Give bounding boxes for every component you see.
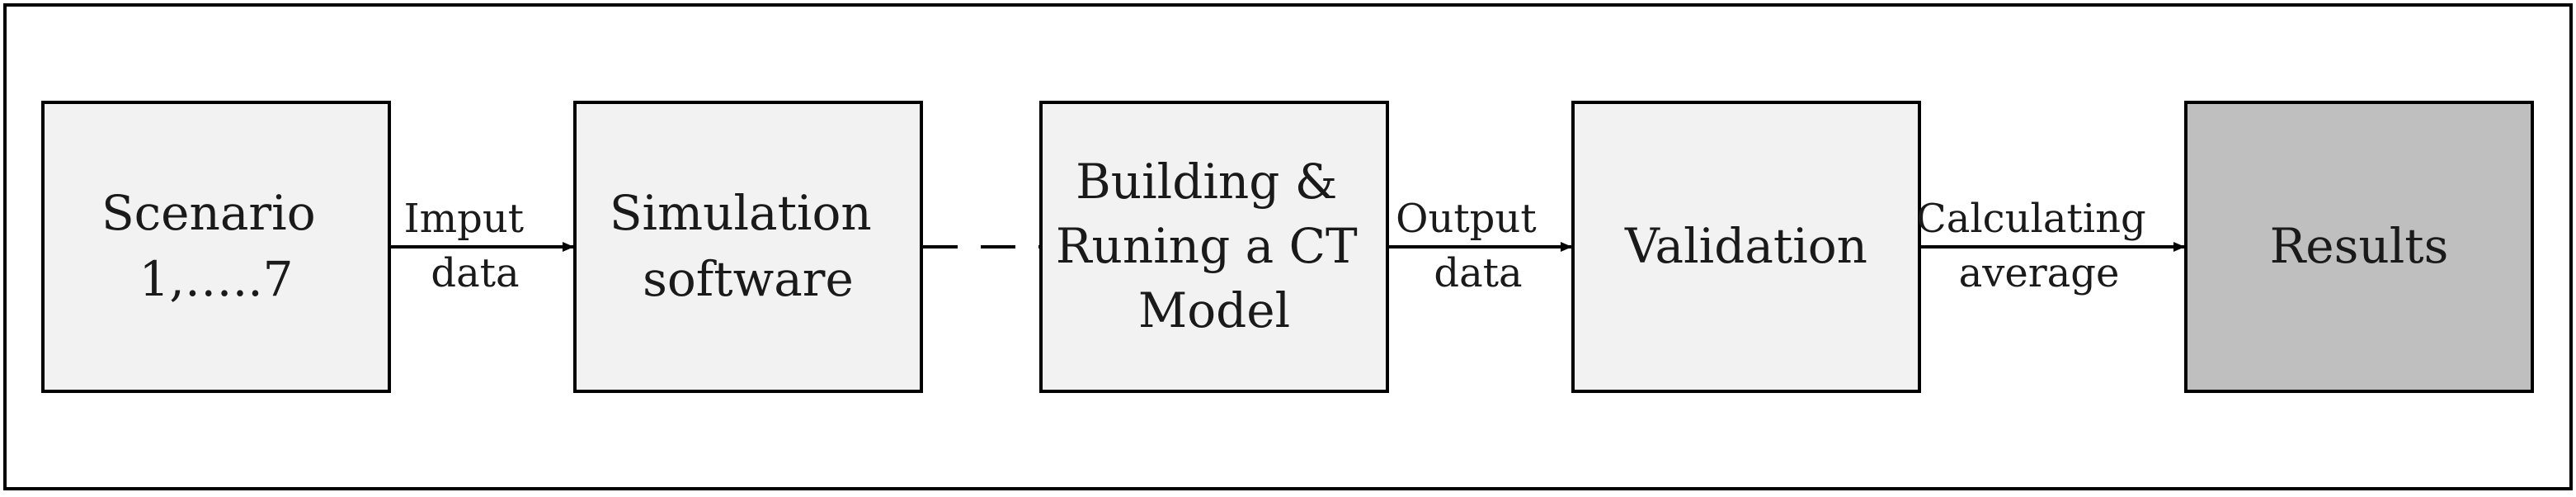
node-scenario-box [41,101,391,393]
diagram-frame [3,3,2573,490]
edge-input-label: Imput data [404,196,537,296]
node-results-box [2184,101,2534,393]
node-simulation-line-1: Simulation [610,185,872,241]
node-validation-label: Validation [1624,218,1867,274]
edge-average-label: Calculating average [1916,196,2159,296]
node-results-label: Results [2270,218,2449,274]
node-validation: Validation [1571,101,1921,393]
node-scenario-label: Scenario 1,…..7 [101,185,331,307]
edge-output-line-1: Output [1396,196,1536,242]
edge-input-line-2: data [431,250,519,296]
node-scenario: Scenario 1,…..7 [41,101,391,393]
edge-output-line-2: data [1434,250,1522,296]
node-scenario-line-1: Scenario [101,185,316,241]
node-validation-box [1571,101,1921,393]
node-ct-model-label: Building & Runing a CT Model [1056,154,1373,338]
node-simulation: Simulation software [573,101,923,393]
edge-average-line-1: Calculating [1916,196,2146,242]
node-simulation-box [573,101,923,393]
node-simulation-line-2: software [643,251,854,307]
node-simulation-label: Simulation software [610,185,887,307]
edge-average-line-2: average [1959,250,2120,296]
edge-input-line-1: Imput [404,196,524,242]
node-validation-line-1: Validation [1624,218,1867,274]
node-ct-model-box [1039,101,1389,393]
node-scenario-line-2: 1,…..7 [139,251,293,307]
edge-output-label: Output data [1396,196,1549,296]
node-ct-model-line-3: Model [1138,282,1290,338]
node-results-line-1: Results [2270,218,2449,274]
node-ct-model-line-2: Runing a CT [1056,218,1358,274]
node-ct-model: Building & Runing a CT Model [1039,101,1389,393]
node-results: Results [2184,101,2534,393]
node-ct-model-line-1: Building & [1076,154,1337,210]
